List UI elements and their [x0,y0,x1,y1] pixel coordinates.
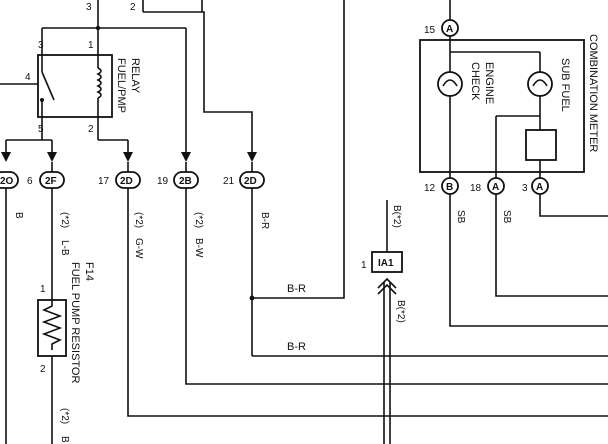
check-engine-lamp-icon [437,71,463,97]
meter-title: COMBINATION METER [587,34,599,152]
junction-pin: 1 [361,260,367,271]
connector-2F: 2F 6 [27,152,65,189]
relay-box [37,54,113,118]
connector-arrow-icon [247,152,257,162]
relay-label-line2: RELAY [129,58,141,94]
wire-label-BR: B-R [259,212,270,229]
wire-note: (*2) [193,212,204,228]
connector-id: 2O [0,176,14,187]
resistor-note: (*2) [59,408,70,424]
meter-wire-18-label: SB [501,210,512,224]
meter-pin-18-id: A [492,182,499,193]
resistor-pin-1: 1 [40,284,46,295]
top-pin-2-label: 2 [130,2,136,13]
meter-wire-12-label: SB [455,210,466,224]
wire-3 [539,194,608,217]
sub-fuel-module-box [525,129,557,161]
connector-21-2D: 2D 21 [223,152,265,189]
connector-id: 2D [120,176,133,187]
connector-arrow-icon [123,152,133,162]
junction-IA1: B(*2) 1 IA1 B(*2) [361,200,406,444]
resistor-wire: B [59,436,70,443]
connector-17-2D: 2D 17 [98,152,141,189]
wire-12-SB [449,194,608,327]
resistor-ref: F14 [83,262,95,281]
relay-coil [96,67,102,99]
wire-note: (*2) [59,212,70,228]
wire-BR-upper [252,0,345,299]
connector-num: 21 [223,176,235,187]
connector-row: 2O 2F 6 2D 17 2B 19 [0,152,265,189]
connector-id: 2F [45,176,57,187]
chevron-up-icon [377,277,397,289]
wire-to-21-2D [143,11,253,152]
resistor-zigzag-icon [41,300,63,350]
connector-num: 6 [27,176,33,187]
wire-label-BR-upper: B-R [287,283,306,295]
relay-pin-3: 3 [38,40,44,51]
wire-18-SB [495,194,608,297]
connector-arrow-icon [47,152,57,162]
resistor-name: FUEL PUMP RESISTOR [69,262,81,383]
relay-pin-4: 4 [25,72,31,83]
relay-label-line1: FUEL/PMP [115,58,127,113]
wire-label-BR-lower: B-R [287,341,306,353]
connector-num: 17 [98,176,110,187]
wire-note: (*2) [133,212,144,228]
wire-label-BW: B-W [193,238,204,258]
meter-pin-15: 15 [424,25,436,36]
connector-arrow-icon [181,152,191,162]
connector-2O: 2O [0,152,19,189]
wire-label-LB: L-B [59,240,70,256]
meter-pin-3: 3 [522,183,528,194]
connector-id: 2D [244,176,257,187]
junction-id: IA1 [378,258,394,269]
check-engine-label-2: ENGINE [483,62,495,104]
wire-label-GW: G-W [133,238,144,259]
connector-id: 2B [179,176,192,187]
connector-arrow-icon [1,152,11,162]
relay-pin-2: 2 [88,124,94,135]
meter-pin-15-id: A [446,24,453,35]
relay-switch-contact [41,71,55,101]
sub-fuel-lamp-icon [527,71,553,97]
chevron-up-icon [377,283,397,295]
relay-pin-5: 5 [38,124,44,135]
junction-box [371,251,403,273]
wire-19-2B-BW [185,188,608,385]
junction-wire-top: B(*2) [391,205,402,228]
connector-num: 19 [157,176,169,187]
top-pin-3-label: 3 [86,2,92,13]
connector-19-2B: 2B 19 [157,152,199,189]
meter-pin-18: 18 [470,183,482,194]
fuel-pump-relay: 3 3 1 4 FUEL/PMP RELAY 5 2 [0,0,186,152]
sub-fuel-label: SUB FUEL [559,58,571,112]
meter-pin-3-id: A [536,182,543,193]
wire-17-2D-GW [127,188,608,417]
meter-pin-12: 12 [424,183,436,194]
relay-pin-1: 1 [88,40,94,51]
combination-meter: COMBINATION METER 15 A CHECK ENGINE SUB … [419,0,608,327]
wire-label-B: B [13,212,24,219]
check-engine-label-1: CHECK [469,62,481,101]
meter-pin-12-id: B [446,182,453,193]
fuel-pump-resistor: F14 FUEL PUMP RESISTOR 1 2 (*2) B [37,262,95,444]
resistor-pin-2: 2 [40,364,46,375]
junction-wire-bottom: B(*2) [395,300,406,323]
